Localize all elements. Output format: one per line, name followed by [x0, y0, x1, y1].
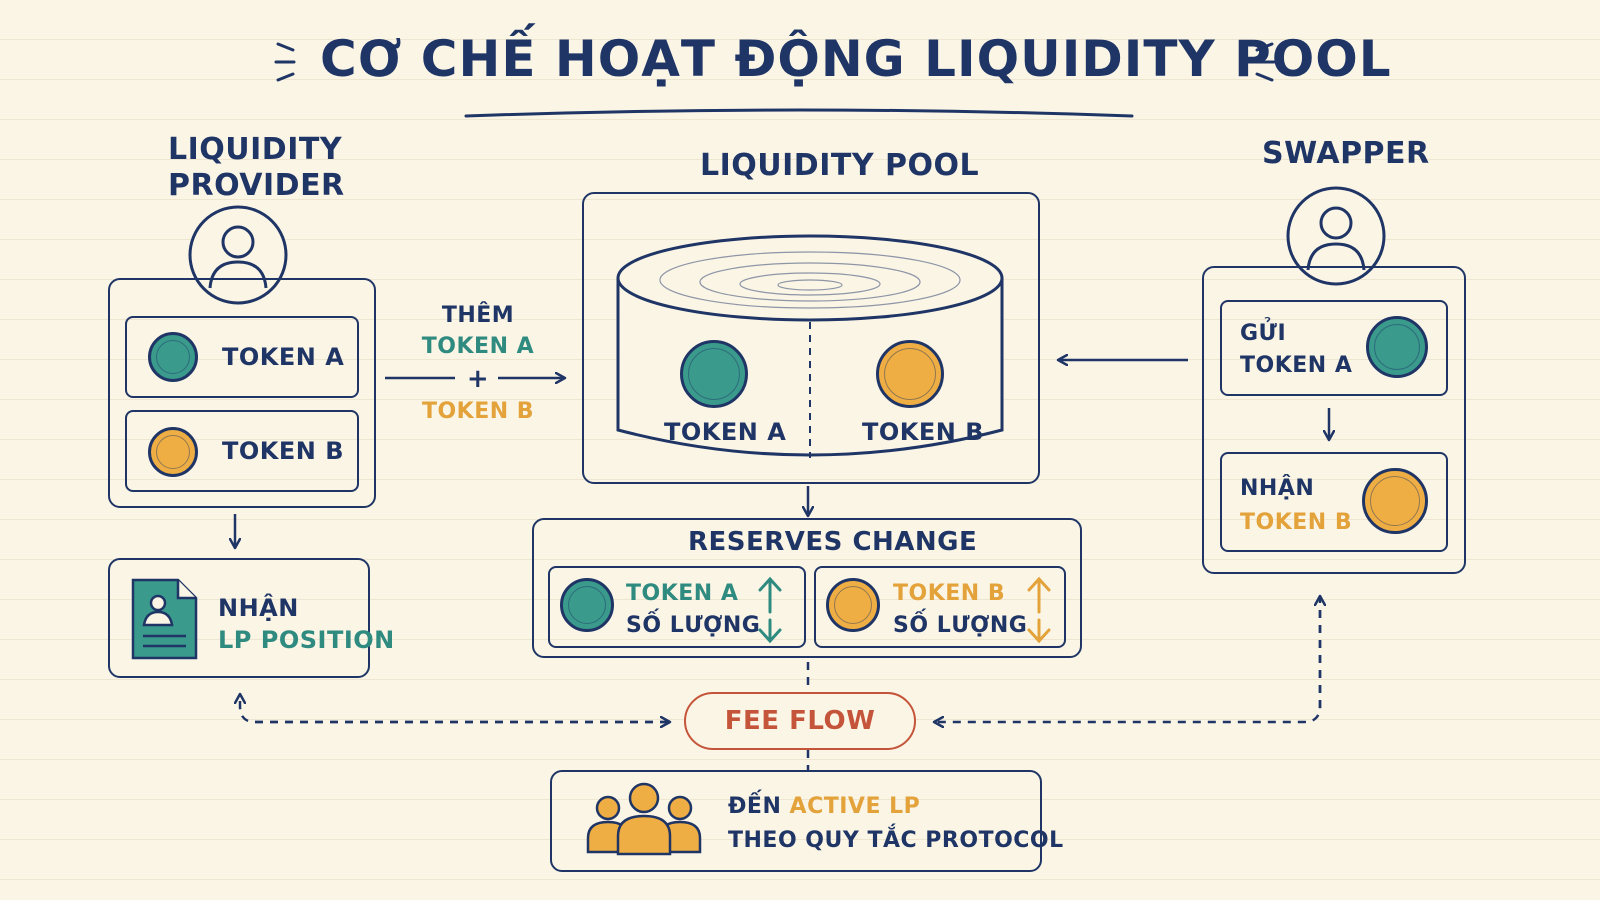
- title-decoration-right: [1254, 42, 1276, 82]
- lp-position-text: NHẬN LP POSITION: [218, 592, 395, 656]
- add-flow-token-a: TOKEN A: [421, 334, 535, 359]
- reserves-token-b-coin-icon: [826, 578, 880, 632]
- swapper-send-token: TOKEN A: [1240, 353, 1353, 378]
- pool-heading: LIQUIDITY POOL: [700, 148, 980, 183]
- reserves-box: [532, 518, 1082, 658]
- pool-token-b-coin-icon: [876, 340, 944, 408]
- swapper-send-text: GỬI TOKEN A: [1240, 318, 1352, 382]
- provider-heading: LIQUIDITY PROVIDER: [168, 132, 345, 204]
- active-lp-box: [550, 770, 1042, 872]
- provider-heading-line1: LIQUIDITY: [168, 132, 343, 167]
- reserves-token-b-card: [814, 566, 1066, 648]
- lp-receive-label: NHẬN: [218, 594, 299, 622]
- title-decoration-left: [274, 42, 296, 82]
- fee-dashed-lines: [240, 596, 1320, 770]
- title-underline: [464, 108, 1134, 118]
- reserves-token-a-quantity: SỐ LƯỢNG: [626, 613, 761, 638]
- reserves-token-a-coin-icon: [560, 578, 614, 632]
- reserves-token-b-quantity: SỐ LƯỢNG: [893, 613, 1028, 638]
- add-flow-label: THÊM TOKEN A + TOKEN B: [410, 300, 546, 427]
- swapper-box: [1202, 266, 1466, 574]
- swapper-send-label: GỬI: [1240, 321, 1287, 346]
- page-title: CƠ CHẾ HOẠT ĐỘNG LIQUIDITY POOL: [320, 30, 1392, 88]
- add-flow-them: THÊM: [441, 303, 515, 328]
- provider-token-a-label: TOKEN A: [222, 343, 345, 371]
- pool-token-a-coin-icon: [680, 340, 748, 408]
- lp-position-box: [108, 558, 370, 678]
- reserves-token-b-label: TOKEN B: [893, 581, 1006, 606]
- pool-token-a-label: TOKEN A: [664, 418, 787, 446]
- provider-token-box: [108, 278, 376, 508]
- swapper-send-card: [1220, 300, 1448, 396]
- add-flow-plus: +: [466, 364, 490, 394]
- active-lp-prefix: ĐẾN: [728, 794, 782, 819]
- fee-flow-pill: [684, 692, 916, 750]
- pool-token-b-label: TOKEN B: [862, 418, 984, 446]
- provider-token-b-coin-icon: [148, 427, 198, 477]
- reserves-token-a-text: TOKEN A SỐ LƯỢNG: [626, 578, 760, 642]
- provider-token-a-coin-icon: [148, 332, 198, 382]
- active-lp-line2: THEO QUY TẮC PROTOCOL: [728, 828, 1064, 853]
- group-icon: [586, 782, 702, 856]
- active-lp-text: ĐẾN ACTIVE LP THEO QUY TẮC PROTOCOL: [728, 790, 1064, 858]
- swapper-receive-token: TOKEN B: [1240, 510, 1353, 535]
- reserves-token-a-card: [548, 566, 806, 648]
- swapper-heading: SWAPPER: [1262, 136, 1430, 171]
- reserves-token-a-label: TOKEN A: [626, 581, 739, 606]
- active-lp-highlight: ACTIVE LP: [789, 794, 921, 819]
- provider-token-a-card: [125, 316, 359, 398]
- provider-heading-line2: PROVIDER: [168, 168, 345, 203]
- token-a-updown-icon: [758, 576, 782, 644]
- fee-flow-label: FEE FLOW: [724, 706, 876, 736]
- pool-box: [582, 192, 1040, 484]
- provider-token-b-card: [125, 410, 359, 492]
- active-lp-line1: ĐẾN ACTIVE LP: [728, 790, 1064, 824]
- swapper-receive-text: NHẬN TOKEN B: [1240, 472, 1352, 540]
- provider-token-b-label: TOKEN B: [222, 437, 344, 465]
- swapper-token-b-coin-icon: [1362, 468, 1428, 534]
- swapper-token-a-coin-icon: [1366, 316, 1428, 378]
- swapper-receive-label: NHẬN: [1240, 476, 1315, 501]
- pool-cylinder-icon: [616, 234, 1004, 458]
- lp-position-label: LP POSITION: [218, 626, 395, 654]
- reserves-heading: RESERVES CHANGE: [688, 527, 978, 557]
- document-icon: [131, 578, 198, 660]
- token-b-updown-icon: [1027, 576, 1051, 644]
- reserves-token-b-text: TOKEN B SỐ LƯỢNG: [893, 578, 1027, 642]
- add-flow-token-b: TOKEN B: [421, 399, 535, 424]
- swapper-user-icon: [1286, 186, 1386, 286]
- swapper-receive-card: [1220, 452, 1448, 552]
